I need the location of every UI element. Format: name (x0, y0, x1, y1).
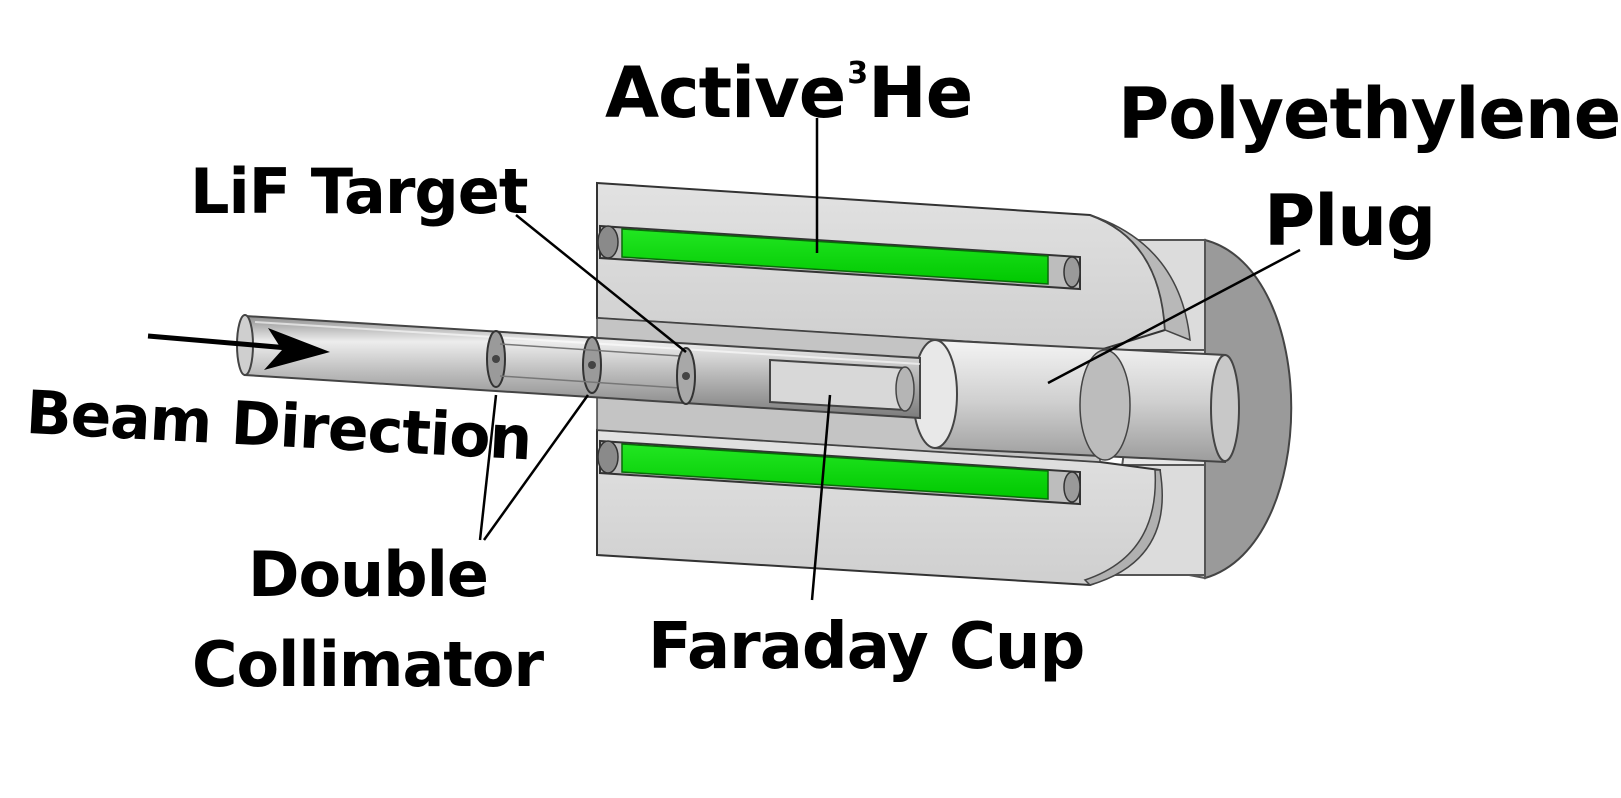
he3-tube-lower (597, 439, 1081, 506)
leader-faraday-cup (810, 394, 832, 601)
label-faraday-cup: Faraday Cup (648, 610, 1085, 684)
label-active-he3: Active3He (605, 52, 973, 134)
beam-arrow (147, 328, 330, 370)
lif-target (676, 347, 696, 405)
label-double: Double (248, 538, 489, 611)
label-plug: Plug (1264, 180, 1436, 262)
leader-lines (478, 118, 1301, 601)
leader-collimator-1 (478, 394, 498, 541)
label-active-he3-tail: He (868, 52, 973, 134)
faraday-cup (769, 358, 906, 412)
label-polyethylene: Polyethylene (1118, 73, 1621, 155)
label-active-he3-main: Active (605, 52, 846, 134)
leader-polyethylene-plug (1047, 248, 1301, 385)
label-lif-target: LiF Target (190, 155, 528, 228)
leader-collimator-2 (482, 394, 590, 541)
collimator-2 (582, 336, 602, 394)
label-active-he3-superscript: 3 (847, 56, 869, 91)
polyethylene-plug-cylinder (912, 338, 1240, 464)
label-collimator: Collimator (192, 628, 544, 701)
collimator-1 (486, 330, 506, 388)
leader-lif-target (515, 214, 687, 353)
he3-tube-upper (597, 224, 1081, 291)
